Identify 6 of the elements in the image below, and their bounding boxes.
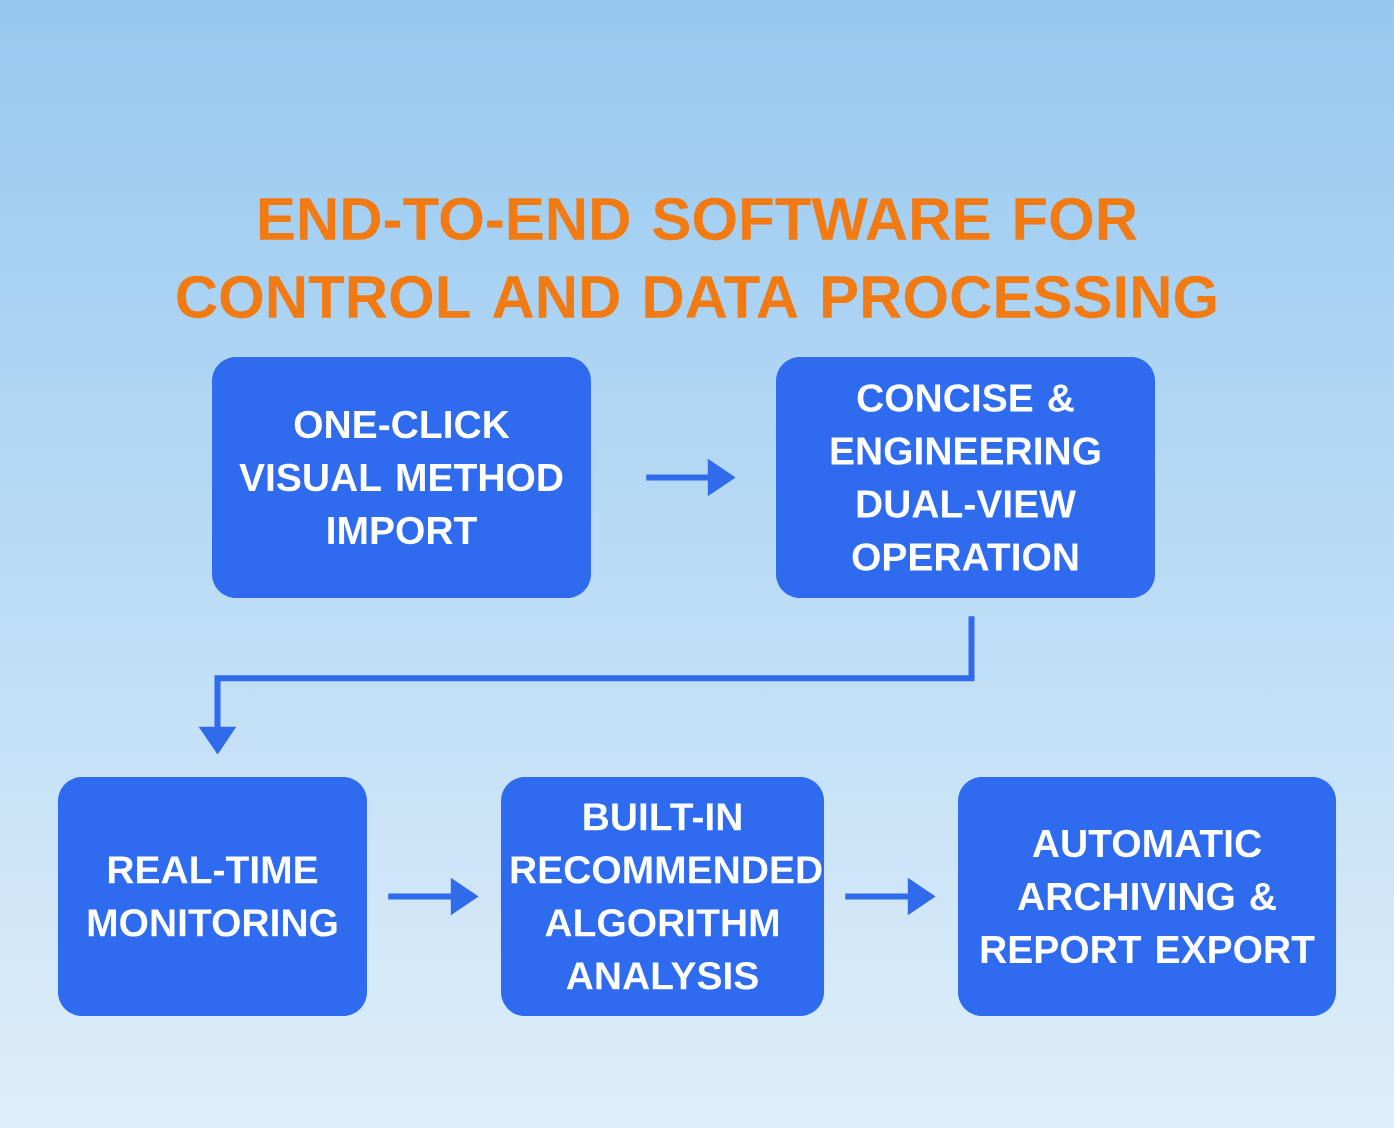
process-box: AUTOMATIC ARCHIVING & REPORT EXPORT: [958, 777, 1336, 1016]
process-box: ONE-CLICK VISUAL METHOD IMPORT: [212, 357, 591, 598]
title: END-TO-END SOFTWARE FOR CONTROL AND DATA PROCESSING: [177, 197, 1216, 319]
process-box: REAL-TIME MONITORING: [58, 777, 367, 1016]
process-box: BUILT-IN RECOMMENDED ALGORITHM ANALYSIS: [501, 777, 824, 1016]
process-box: CONCISE & ENGINEERING DUAL-VIEW OPERATION: [776, 357, 1155, 598]
